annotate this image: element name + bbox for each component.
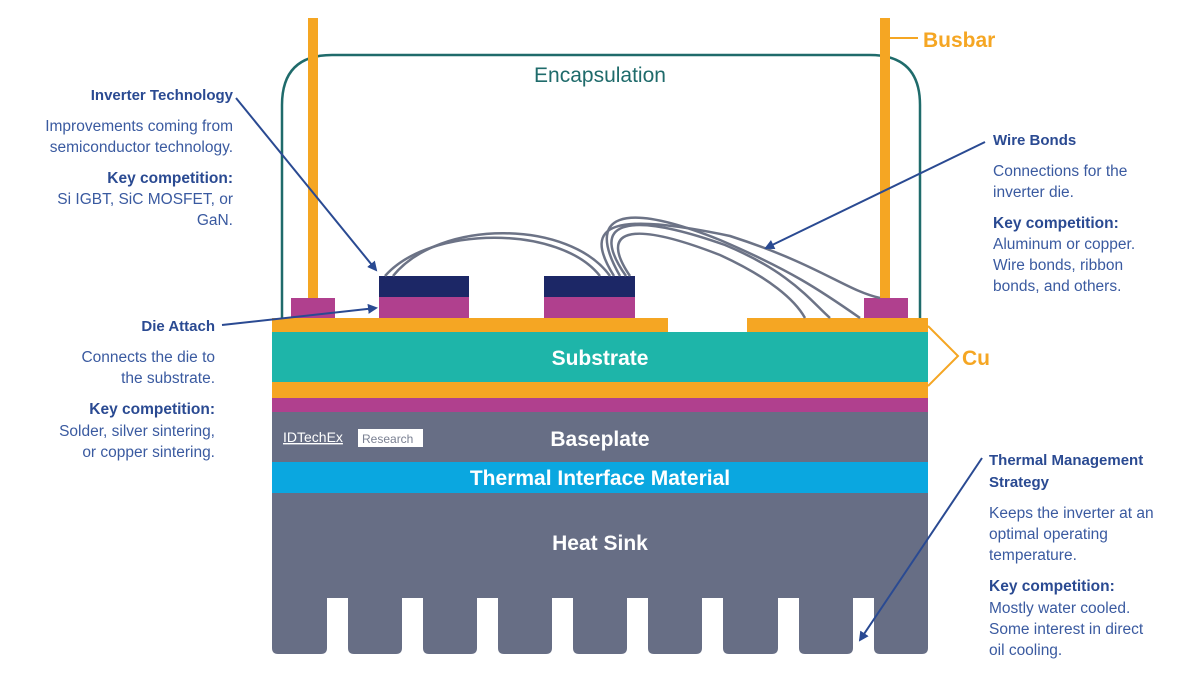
callout-inverter-body-1: Improvements coming from: [45, 118, 233, 135]
baseplate-label: Baseplate: [550, 428, 649, 451]
cu-label: Cu: [962, 347, 990, 370]
tim-layer: [272, 462, 928, 493]
substrate-attach-layer: [272, 398, 928, 412]
callout-inverter-technology: Inverter Technology Improvements coming …: [45, 87, 233, 229]
wire-bonds: [384, 216, 881, 320]
callout-thermal-body-2: optimal operating: [989, 526, 1108, 543]
die-1: [379, 276, 469, 297]
callout-die-attach-key-1: Solder, silver sintering,: [59, 423, 215, 440]
callout-wire-bonds-key-1: Aluminum or copper.: [993, 236, 1135, 253]
callout-wire-bonds-title: Wire Bonds: [993, 132, 1076, 149]
callout-wire-bonds-body-1: Connections for the: [993, 163, 1127, 180]
die-attach-2: [544, 297, 635, 318]
callout-thermal-body-3: temperature.: [989, 547, 1077, 564]
cu-bracket: [927, 325, 960, 387]
substrate-label: Substrate: [552, 347, 649, 370]
callout-thermal-title-2: Strategy: [989, 474, 1050, 491]
bottom-copper: [272, 382, 928, 398]
callout-wire-bonds-key-2: Wire bonds, ribbon: [993, 257, 1123, 274]
busbar-label: Busbar: [923, 29, 995, 52]
encapsulation-outline: [280, 53, 922, 320]
die-attach-arrow: [221, 303, 378, 326]
tim-label: Thermal Interface Material: [470, 467, 730, 490]
callout-inverter-key-title: Key competition:: [107, 170, 233, 187]
heat-sink-body: [272, 493, 928, 654]
callout-die-attach-body-2: the substrate.: [121, 370, 215, 387]
callout-thermal-title-1: Thermal Management: [989, 452, 1143, 469]
substrate-layer: [272, 332, 928, 382]
callout-die-attach-key-2: or copper sintering.: [82, 444, 215, 461]
busbar-right: [880, 18, 890, 298]
die-attach-1: [379, 297, 469, 318]
callout-inverter-key-1: Si IGBT, SiC MOSFET, or: [57, 191, 233, 208]
callout-inverter-title: Inverter Technology: [91, 87, 234, 104]
logo-brand: IDTechEx: [283, 429, 343, 445]
busbar-left: [308, 18, 318, 298]
callout-wire-bonds-key-title: Key competition:: [993, 215, 1119, 232]
callout-inverter-key-2: GaN.: [197, 212, 233, 229]
thermal-arrow: [858, 457, 983, 642]
die-2: [544, 276, 635, 297]
logo-tag-box: [358, 429, 423, 447]
callout-thermal-management: Thermal Management Strategy Keeps the in…: [989, 452, 1154, 659]
callout-wire-bonds-key-3: bonds, and others.: [993, 278, 1121, 295]
callout-inverter-body-2: semiconductor technology.: [50, 139, 233, 156]
callout-wire-bonds: Wire Bonds Connections for the inverter …: [993, 132, 1135, 295]
encapsulation-label: Encapsulation: [534, 64, 666, 87]
callout-die-attach-title: Die Attach: [141, 318, 215, 335]
top-copper-right: [747, 318, 928, 332]
top-copper-left: [272, 318, 668, 332]
callout-thermal-body-1: Keeps the inverter at an: [989, 505, 1154, 522]
callout-die-attach-key-title: Key competition:: [89, 401, 215, 418]
heat-sink-label: Heat Sink: [552, 532, 648, 555]
callout-die-attach-body-1: Connects the die to: [81, 349, 215, 366]
callout-thermal-key-2: Some interest in direct: [989, 621, 1144, 638]
callout-die-attach: Die Attach Connects the die to the subst…: [59, 318, 215, 461]
wire-bonds-arrow: [764, 141, 986, 250]
callout-thermal-key-3: oil cooling.: [989, 642, 1062, 659]
logo-tag: Research: [362, 432, 413, 446]
callout-wire-bonds-body-2: inverter die.: [993, 184, 1074, 201]
callout-thermal-key-title: Key competition:: [989, 578, 1115, 595]
terminal-pad-right: [864, 298, 908, 318]
inverter-arrow: [235, 97, 378, 272]
callout-thermal-key-1: Mostly water cooled.: [989, 600, 1130, 617]
